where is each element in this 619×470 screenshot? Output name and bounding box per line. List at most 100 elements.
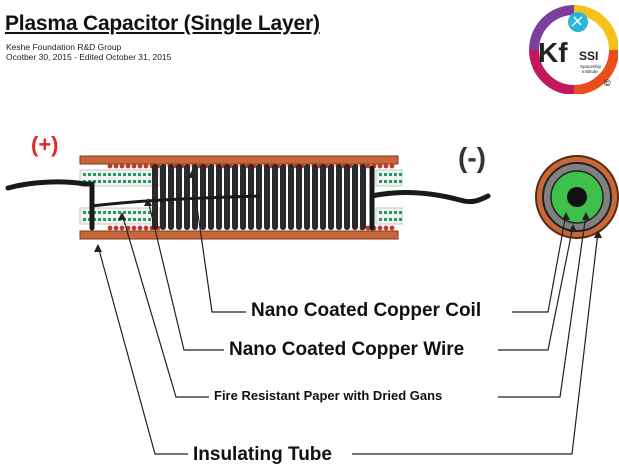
paper-dot <box>98 211 101 214</box>
gans-dot <box>143 163 149 169</box>
paper-dot <box>394 211 397 214</box>
gans-dot <box>377 163 383 169</box>
gans-dot <box>107 163 113 169</box>
gans-dot <box>137 225 143 231</box>
coil-turn <box>360 164 366 230</box>
coil-turn <box>176 164 182 230</box>
paper-dot <box>103 211 106 214</box>
paper-dot <box>389 211 392 214</box>
paper-dot <box>133 218 136 221</box>
paper-dot <box>123 173 126 176</box>
paper-dot <box>88 173 91 176</box>
paper-dot <box>108 218 111 221</box>
logo-tag2: Institute <box>582 69 598 74</box>
gans-dot <box>377 225 383 231</box>
paper-dot <box>138 211 141 214</box>
paper-dot <box>98 218 101 221</box>
paper-dot <box>143 180 146 183</box>
paper-dot <box>138 180 141 183</box>
paper-dot <box>384 218 387 221</box>
paper-dot <box>98 180 101 183</box>
paper-dot <box>123 211 126 214</box>
coil-turn <box>336 164 342 230</box>
page-title: Plasma Capacitor (Single Layer) <box>5 12 320 35</box>
coil-turn <box>184 164 190 230</box>
paper-dot <box>128 218 131 221</box>
date-text: Ocotber 30, 2015 - Edited October 31, 20… <box>6 52 172 62</box>
negative-terminal-label: (-) <box>458 142 486 173</box>
paper-dot <box>108 173 111 176</box>
coil-turn <box>152 164 158 230</box>
paper-dot <box>394 218 397 221</box>
leader-paper-right <box>498 213 587 398</box>
paper-dot <box>143 173 146 176</box>
gans-dot <box>119 225 125 231</box>
gans-dot <box>137 163 143 169</box>
label-insulating-tube: Insulating Tube <box>190 444 335 466</box>
gans-dot <box>113 163 119 169</box>
paper-dot <box>379 211 382 214</box>
paper-dot <box>103 218 106 221</box>
paper-dot <box>108 180 111 183</box>
gans-dot <box>119 163 125 169</box>
paper-strip <box>375 207 403 225</box>
paper-dot <box>103 173 106 176</box>
gans-dot <box>131 225 137 231</box>
paper-dot <box>123 180 126 183</box>
gans-dot <box>113 225 119 231</box>
label-copper-wire: Nano Coated Copper Wire <box>226 339 468 361</box>
paper-dot <box>98 173 101 176</box>
paper-dot <box>108 211 111 214</box>
paper-dot <box>118 173 121 176</box>
paper-dot <box>133 180 136 183</box>
paper-dot <box>93 173 96 176</box>
paper-dot <box>148 211 151 214</box>
paper-dot <box>379 173 382 176</box>
paper-dot <box>148 180 151 183</box>
gans-dot <box>389 225 395 231</box>
paper-dot <box>143 218 146 221</box>
gans-dot <box>365 225 371 231</box>
gans-dot <box>107 225 113 231</box>
paper-dot <box>138 173 141 176</box>
coil-turn <box>352 164 358 230</box>
tube-wall-top <box>79 155 399 165</box>
tube-wall-bottom <box>79 230 399 240</box>
paper-dot <box>148 173 151 176</box>
gans-dot <box>389 163 395 169</box>
logo-kf: Kf <box>538 37 568 68</box>
gans-dot <box>125 163 131 169</box>
coil-turn <box>312 164 318 230</box>
paper-dot <box>118 211 121 214</box>
leader-tube-left <box>97 245 188 455</box>
logo-ssi: SSI <box>579 49 598 63</box>
coil-turn <box>344 164 350 230</box>
coil-turn <box>264 164 270 230</box>
leader-wire-right <box>498 225 574 351</box>
positive-terminal-label: (+) <box>31 132 59 157</box>
coil-turn <box>280 164 286 230</box>
paper-dot <box>83 211 86 214</box>
paper-dot <box>118 180 121 183</box>
gans-dot <box>143 225 149 231</box>
paper-dot <box>103 180 106 183</box>
coil-turn <box>328 164 334 230</box>
coil-turn <box>160 164 166 230</box>
kf-ssi-logo: Kf SSI Spaceship Institute © <box>529 5 618 94</box>
paper-dot <box>389 180 392 183</box>
paper-dot <box>113 173 116 176</box>
paper-dot <box>389 218 392 221</box>
label-fire-resistant-paper: Fire Resistant Paper with Dried Gans <box>211 388 446 403</box>
leader-wire-left <box>147 199 224 351</box>
leader-coil-right <box>512 213 567 313</box>
paper-dot <box>399 211 402 214</box>
leader-tube-right <box>352 231 599 455</box>
logo-tag1: Spaceship <box>580 64 602 69</box>
paper-dot <box>379 218 382 221</box>
logo-copyright: © <box>604 78 611 88</box>
leader-coil-left <box>191 171 246 313</box>
label-copper-coil: Nano Coated Copper Coil <box>248 300 485 322</box>
paper-dot <box>148 218 151 221</box>
gans-dot <box>131 163 137 169</box>
paper-strip <box>375 169 403 187</box>
